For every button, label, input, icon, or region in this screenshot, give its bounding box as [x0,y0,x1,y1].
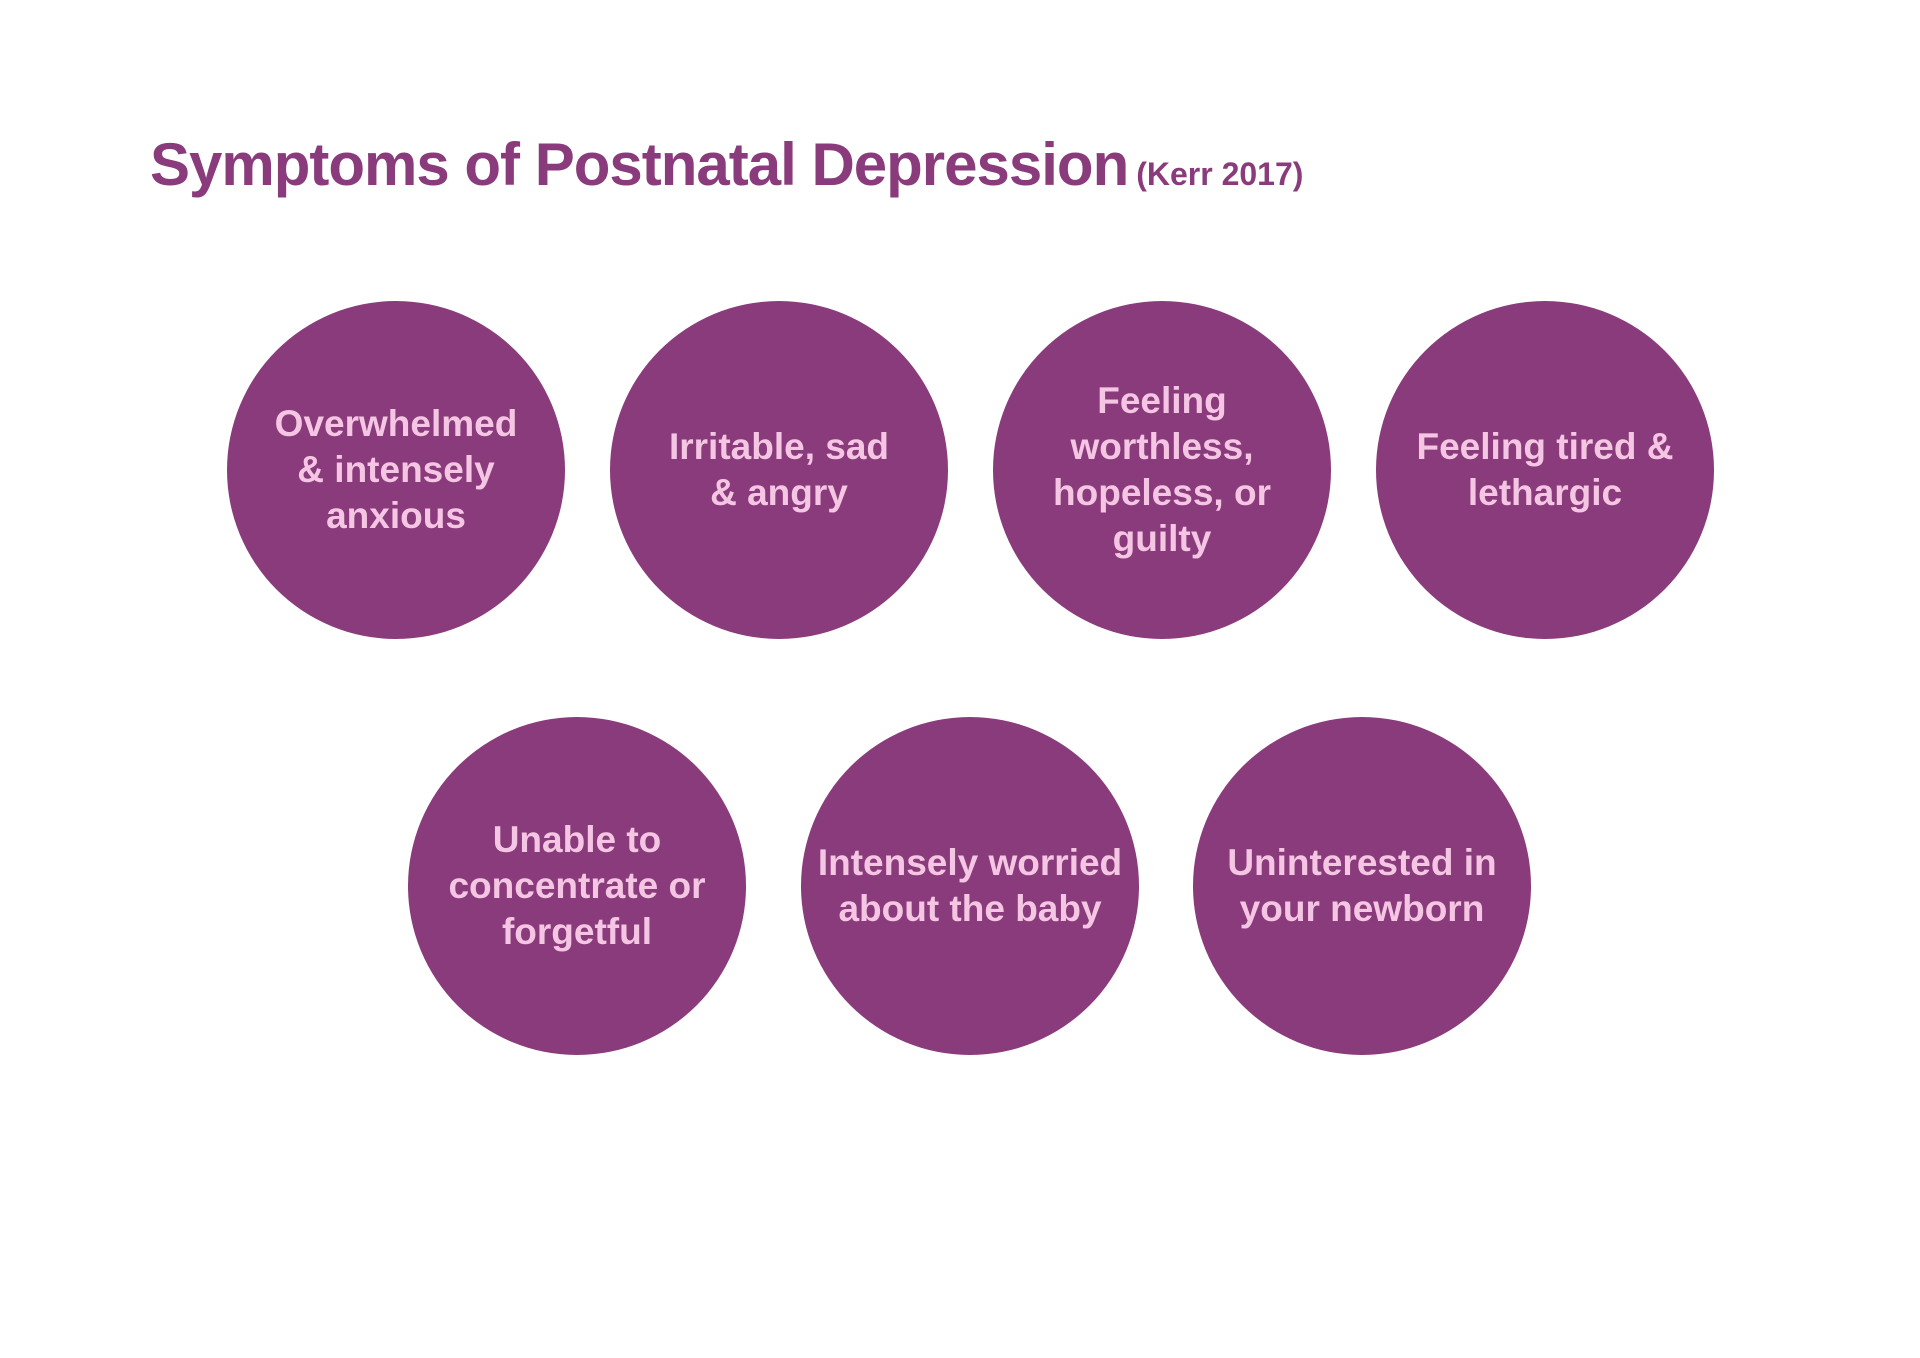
symptom-circle-worthless: Feeling worthless, hopeless, or guilty [993,301,1331,639]
symptom-label: Overwhelmed & intensely anxious [274,403,518,536]
symptom-circle-concentrate: Unable to concentrate or forgetful [408,717,746,1055]
symptom-label: Unable to concentrate or forgetful [448,819,706,952]
symptom-label: Uninterested in your newborn [1227,842,1497,929]
symptom-circle-overwhelmed: Overwhelmed & intensely anxious [227,301,565,639]
symptom-label: Feeling tired & lethargic [1416,426,1674,513]
symptom-label: Irritable, sad & angry [668,426,890,513]
symptom-circle-worried: Intensely worried about the baby [801,717,1139,1055]
page-title: Symptoms of Postnatal Depression(Kerr 20… [150,125,1303,214]
symptom-label: Feeling worthless, hopeless, or guilty [1053,380,1271,559]
title-citation: (Kerr 2017) [1136,156,1304,192]
symptom-circle-uninterested: Uninterested in your newborn [1193,717,1531,1055]
title-main: Symptoms of Postnatal Depression [150,131,1129,198]
symptom-label: Intensely worried about the baby [817,842,1123,929]
symptom-circle-irritable: Irritable, sad & angry [610,301,948,639]
symptom-circle-tired: Feeling tired & lethargic [1376,301,1714,639]
